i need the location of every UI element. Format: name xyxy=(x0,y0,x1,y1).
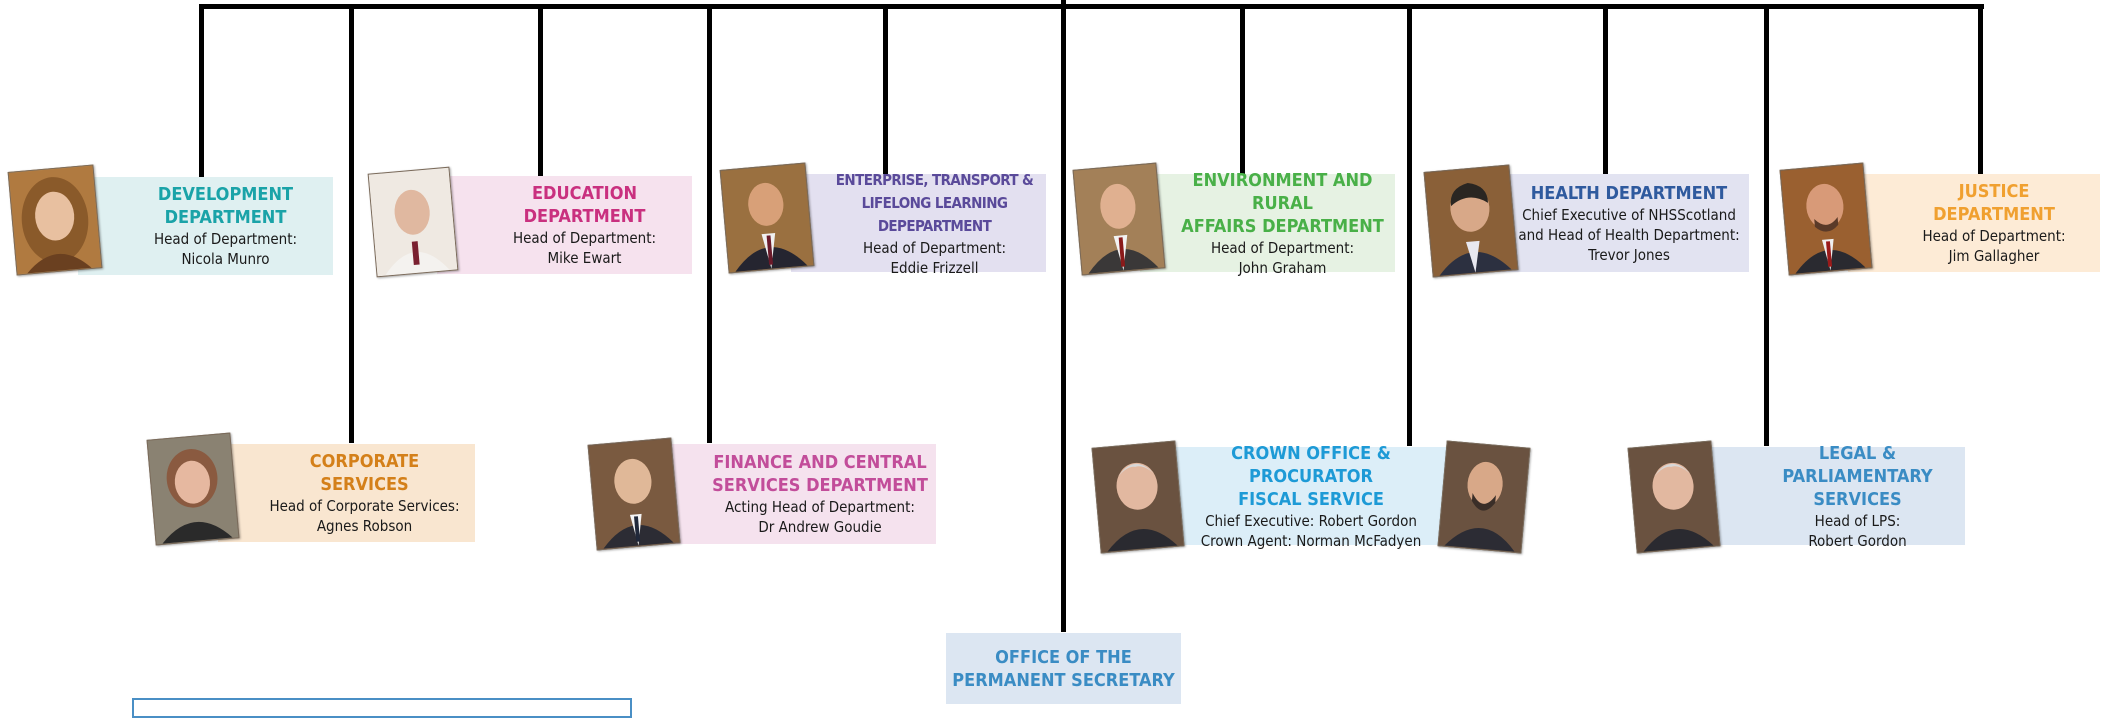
trevor-jones-portrait-photo xyxy=(1423,164,1519,278)
office-title-line-2: PERMANENT SECRETARY xyxy=(952,669,1175,691)
health-role-line-2: and Head of Health Department: xyxy=(1518,225,1740,244)
crown-connector xyxy=(1407,4,1412,446)
finance-title-line-1: FINANCE AND CENTRAL xyxy=(713,452,927,473)
norman-mcfadyen-portrait-photo xyxy=(1437,440,1531,554)
development-title-line-2: DEPARTMENT xyxy=(164,207,287,228)
crown-title-line-1: CROWN OFFICE & PROCURATOR xyxy=(1231,442,1391,487)
legal-head-name: Robert Gordon xyxy=(1808,531,1907,550)
crown-crown-agent: Crown Agent: Norman McFadyen xyxy=(1200,531,1422,550)
office-title-line-1: OFFICE OF THE xyxy=(995,646,1132,668)
corporate-title-line-2: SERVICES xyxy=(320,474,409,495)
development-connector xyxy=(199,4,204,177)
robert-gordon-lps-portrait-photo xyxy=(1627,440,1721,554)
portrait-photo-icon xyxy=(1780,163,1872,275)
education-role: Head of Department: xyxy=(512,229,657,247)
andrew-goudie-portrait-photo xyxy=(587,437,681,551)
portrait-photo-icon xyxy=(720,163,814,273)
environment-title-line-1: ENVIRONMENT AND RURAL xyxy=(1192,169,1373,214)
enterprise-title-line-2: LIFELONG LEARNING DEPEPARTMENT xyxy=(861,193,1008,235)
enterprise-title-line-1: ENTERPRISE, TRANSPORT & xyxy=(835,170,1034,189)
enterprise-department-card: ENTERPRISE, TRANSPORT & LIFELONG LEARNIN… xyxy=(791,171,1046,277)
education-connector xyxy=(538,4,543,176)
crown-chief-executive: Chief Executive: Robert Gordon xyxy=(1205,511,1417,530)
development-head-name: Nicola Munro xyxy=(181,250,270,268)
justice-title-line-1: JUSTICE xyxy=(1958,181,2030,202)
environment-role: Head of Department: xyxy=(1210,238,1355,257)
justice-connector xyxy=(1978,4,1983,174)
health-head-name: Trevor Jones xyxy=(1588,245,1670,264)
portrait-photo-icon xyxy=(1438,441,1530,553)
education-department-card: EDUCATION DEPARTMENT Head of Department:… xyxy=(437,176,692,274)
corporate-head-name: Agnes Robson xyxy=(316,517,413,535)
corporate-title-line-1: CORPORATE xyxy=(309,451,420,472)
enterprise-head-name: Eddie Frizzell xyxy=(890,258,979,277)
finance-head-name: Dr Andrew Goudie xyxy=(758,518,882,536)
development-title-line-1: DEVELOPMENT xyxy=(157,184,294,205)
justice-department-card: JUSTICE DEPARTMENT Head of Department: J… xyxy=(1848,174,2100,272)
portrait-photo-icon xyxy=(1628,441,1720,553)
portrait-photo-icon xyxy=(147,433,239,545)
education-title-line-2: DEPARTMENT xyxy=(523,206,646,227)
office-permanent-secretary-card: OFFICE OF THE PERMANENT SECRETARY xyxy=(946,633,1181,704)
legal-parliamentary-services-card: LEGAL & PARLIAMENTARY SERVICES Head of L… xyxy=(1700,443,1965,550)
enterprise-connector xyxy=(883,4,888,174)
crown-office-card: CROWN OFFICE & PROCURATOR FISCAL SERVICE… xyxy=(1168,443,1454,550)
nicola-munro-portrait-photo xyxy=(7,164,103,276)
justice-head-name: Jim Gallagher xyxy=(1948,247,2040,265)
education-head-name: Mike Ewart xyxy=(547,249,622,267)
eddie-frizzell-portrait-photo xyxy=(719,162,815,274)
environment-connector xyxy=(1240,4,1245,174)
development-role: Head of Department: xyxy=(153,230,298,248)
health-department-card: HEALTH DEPARTMENT Chief Executive of NHS… xyxy=(1497,174,1749,272)
agnes-robson-portrait-photo xyxy=(146,432,240,546)
justice-role: Head of Department: xyxy=(1922,227,2066,245)
health-connector xyxy=(1603,4,1608,174)
corporate-connector xyxy=(349,4,354,443)
education-title-line-1: EDUCATION xyxy=(531,183,638,204)
portrait-photo-icon xyxy=(1092,441,1184,553)
crown-title-line-2: FISCAL SERVICE xyxy=(1238,488,1384,510)
enterprise-role: Head of Department: xyxy=(862,238,1007,257)
finance-role: Acting Head of Department: xyxy=(725,498,915,516)
legal-role: Head of LPS: xyxy=(1814,511,1901,530)
portrait-photo-icon xyxy=(1073,163,1165,275)
health-title: HEALTH DEPARTMENT xyxy=(1530,182,1728,204)
john-graham-portrait-photo xyxy=(1072,162,1166,276)
mike-ewart-portrait-photo xyxy=(367,166,459,278)
top-horizontal-connector xyxy=(199,4,1984,9)
justice-title-line-2: DEPARTMENT xyxy=(1933,204,2055,225)
development-department-card: DEVELOPMENT DEPARTMENT Head of Departmen… xyxy=(78,177,333,275)
portrait-photo-icon xyxy=(588,438,680,550)
legal-title-line-1: LEGAL & PARLIAMENTARY xyxy=(1782,442,1933,487)
portrait-photo-icon xyxy=(1424,165,1518,277)
portrait-photo-icon xyxy=(368,167,458,277)
environment-title-line-2: AFFAIRS DEPARTMENT xyxy=(1181,215,1384,237)
environment-department-card: ENVIRONMENT AND RURAL AFFAIRS DEPARTMENT… xyxy=(1140,170,1395,277)
environment-head-name: John Graham xyxy=(1238,258,1327,277)
finance-title-line-2: SERVICES DEPARTMENT xyxy=(712,475,928,496)
robert-gordon-portrait-photo xyxy=(1091,440,1185,554)
corporate-services-card: CORPORATE SERVICES Head of Corporate Ser… xyxy=(218,444,475,542)
corporate-role: Head of Corporate Services: xyxy=(269,497,460,515)
legal-connector xyxy=(1764,4,1769,446)
finance-connector xyxy=(707,4,712,443)
legend-box-outline xyxy=(132,698,632,718)
health-role-line-1: Chief Executive of NHSScotland xyxy=(1522,205,1736,224)
portrait-photo-icon xyxy=(8,165,102,275)
finance-central-services-card: FINANCE AND CENTRAL SERVICES DEPARTMENT … xyxy=(654,444,936,544)
center-trunk-connector xyxy=(1061,0,1066,632)
legal-title-line-2: SERVICES xyxy=(1813,488,1902,510)
jim-gallagher-portrait-photo xyxy=(1779,162,1873,276)
